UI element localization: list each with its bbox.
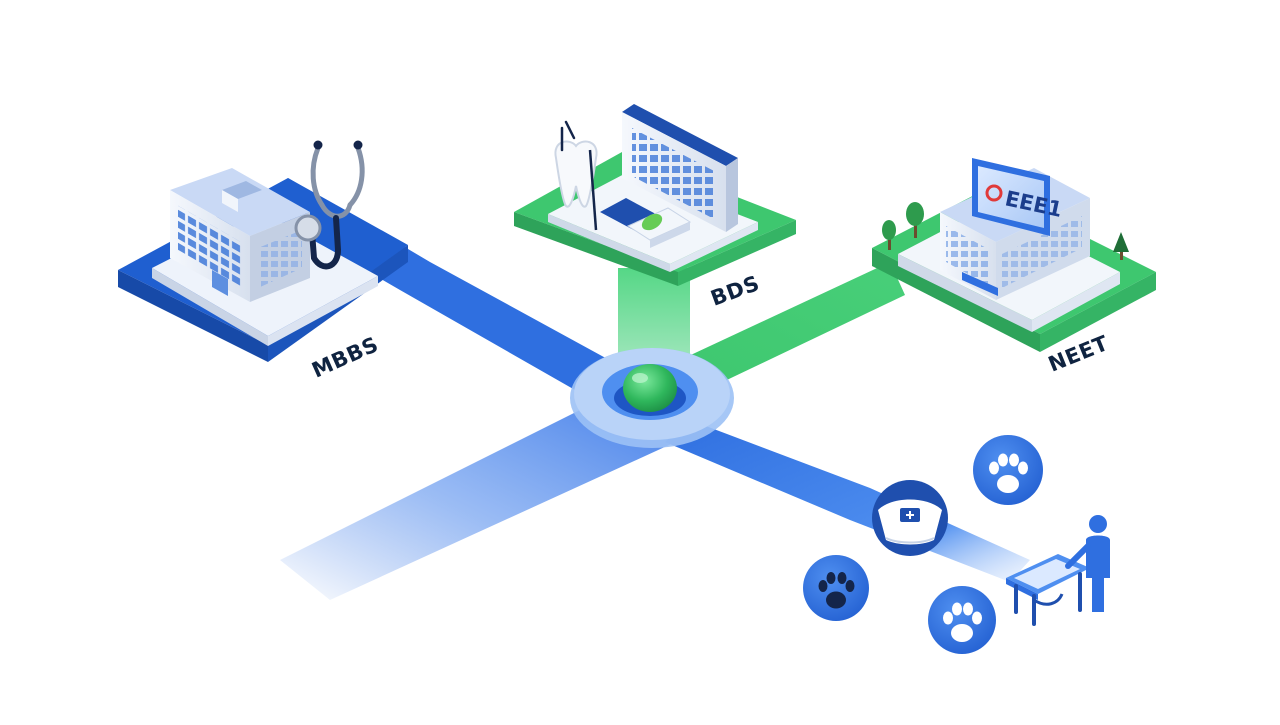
dental-chair-icon	[600, 198, 692, 248]
nurse-cap-icon	[872, 480, 948, 556]
paw-print-icon	[973, 435, 1043, 505]
tooth-icon	[554, 120, 598, 231]
hospital-building-icon	[170, 168, 310, 302]
paw-print-icon	[928, 586, 996, 654]
road-to-neet	[680, 262, 905, 388]
person-icon	[1065, 515, 1110, 612]
paw-print-icon	[803, 555, 869, 621]
exam-building-icon: EEE1	[940, 158, 1090, 300]
bds-node: BDS	[514, 104, 796, 311]
tree-icon	[882, 202, 1129, 260]
stethoscope-icon	[294, 140, 365, 270]
green-dome-icon	[623, 364, 677, 412]
mbbs-node: MBBS	[118, 140, 408, 383]
clinic-building-icon	[622, 104, 738, 232]
veterinary-node	[803, 435, 1110, 654]
road-to-bds	[618, 268, 690, 362]
central-hub	[570, 348, 734, 448]
bds-label: BDS	[708, 271, 763, 311]
neet-node: EEE1 NEET	[872, 158, 1156, 377]
main-road-fade	[280, 400, 680, 600]
mbbs-label: MBBS	[308, 332, 382, 382]
